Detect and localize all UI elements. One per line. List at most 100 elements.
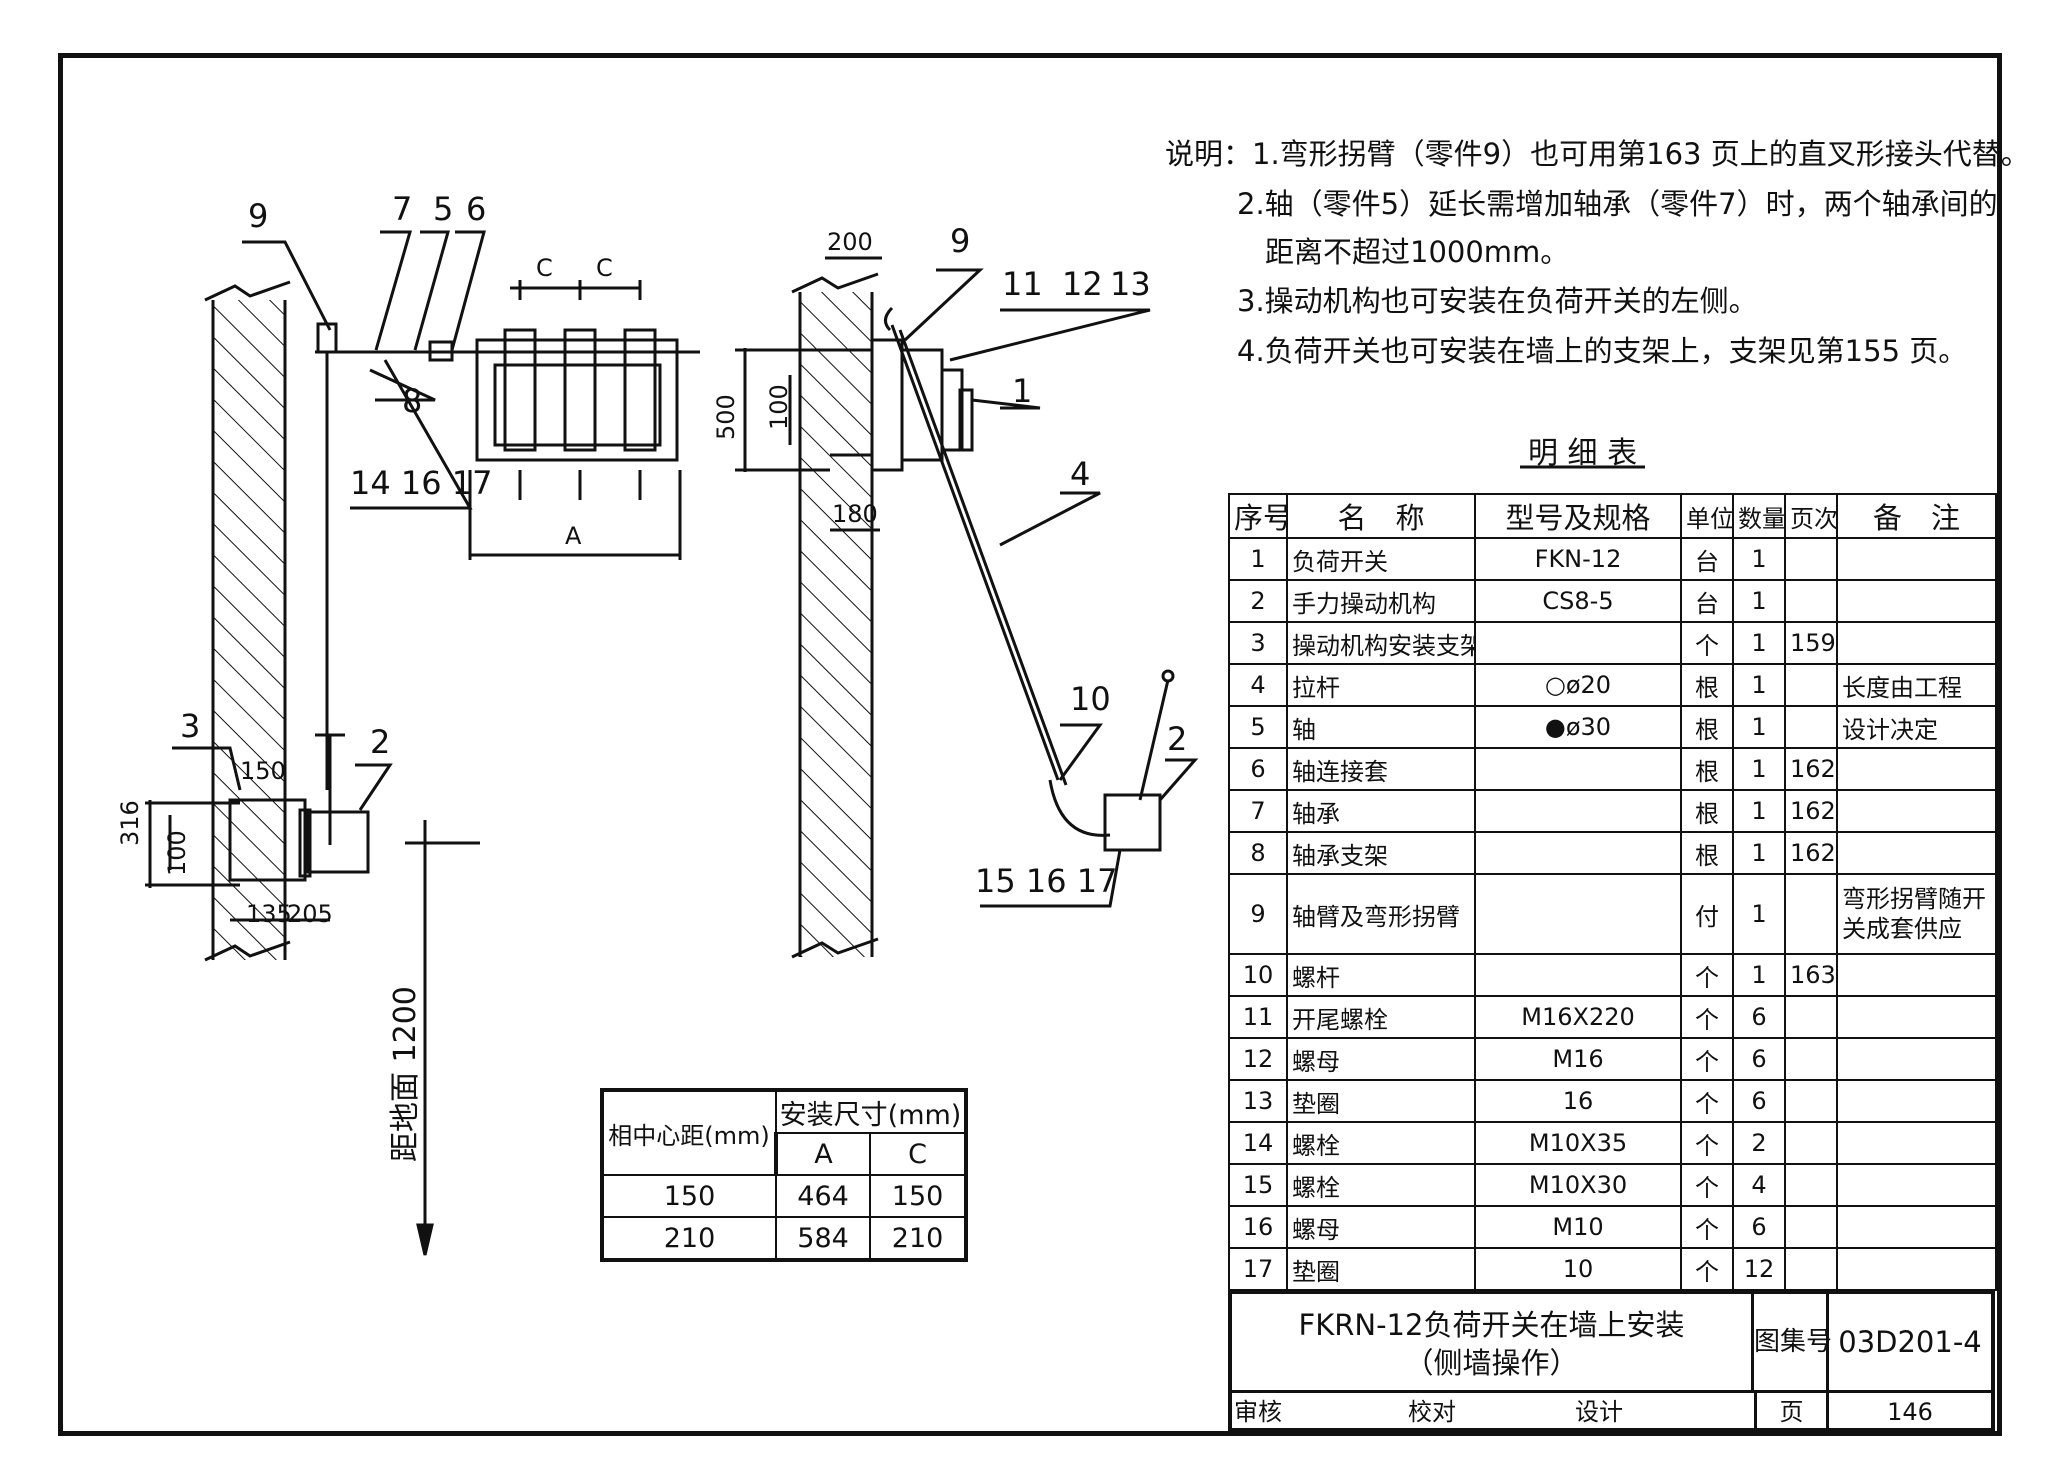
bom-cell: 163 xyxy=(1784,953,1838,997)
check-label: 校对 xyxy=(1408,1398,1456,1426)
bom-cell: 2 xyxy=(1732,1121,1786,1165)
label-9: 9 xyxy=(248,197,269,235)
bom-cell xyxy=(1836,579,1997,623)
label-13: 13 xyxy=(1110,265,1151,303)
bom-cell xyxy=(1474,621,1682,665)
bom-cell xyxy=(1784,705,1838,749)
bom-cell: M10X35 xyxy=(1474,1121,1682,1165)
label-1: 1 xyxy=(1012,372,1033,410)
bom-cell: 付 xyxy=(1680,873,1734,955)
dim-cell: 584 xyxy=(774,1216,872,1262)
note-2-cont: 距离不超过1000mm。 xyxy=(1265,235,1570,269)
bom-cell xyxy=(1836,1205,1997,1249)
dim-316: 316 xyxy=(116,800,144,846)
note-2: 2.轴（零件5）延长需增加轴承（零件7）时，两个轴承间的 xyxy=(1237,187,1998,221)
dim-cell: 150 xyxy=(600,1174,777,1218)
bom-cell xyxy=(1784,1163,1838,1207)
bom-cell: 个 xyxy=(1680,995,1734,1039)
drawing-title: FKRN-12负荷开关在墙上安装 （侧墙操作） xyxy=(1232,1294,1754,1390)
bom-cell: 12 xyxy=(1732,1247,1786,1291)
label-5: 5 xyxy=(433,190,454,228)
dim-cell: 464 xyxy=(774,1174,872,1218)
dim-500: 500 xyxy=(712,394,740,440)
bom-cell xyxy=(1836,1121,1997,1165)
bom-cell: 个 xyxy=(1680,1163,1734,1207)
bom-cell: 轴连接套 xyxy=(1286,747,1476,791)
bom-cell: 个 xyxy=(1680,1121,1734,1165)
bom-cell: 开尾螺栓 xyxy=(1286,995,1476,1039)
drawing-title-line2: （侧墙操作） xyxy=(1404,1346,1579,1380)
label-2-right: 2 xyxy=(1167,720,1188,758)
bom-cell: 操动机构安装支架 xyxy=(1286,621,1476,665)
bom-cell: M10X30 xyxy=(1474,1163,1682,1207)
bom-cell: 个 xyxy=(1680,1205,1734,1249)
bom-cell: 3 xyxy=(1228,621,1288,665)
bom-header: 型号及规格 xyxy=(1474,493,1682,539)
label-14-16-17: 14 16 17 xyxy=(350,464,493,502)
dim-header-group: 安装尺寸(mm) xyxy=(775,1088,968,1134)
bom-header: 备 注 xyxy=(1836,493,1997,539)
bom-cell xyxy=(1784,1205,1838,1249)
design-label: 设计 xyxy=(1575,1398,1623,1426)
bom-cell: 螺栓 xyxy=(1286,1121,1476,1165)
bom-cell: 13 xyxy=(1228,1079,1288,1123)
bom-cell: 轴 xyxy=(1286,705,1476,749)
bom-cell: 根 xyxy=(1680,789,1734,833)
label-8: 8 xyxy=(402,382,423,420)
label-4: 4 xyxy=(1070,455,1091,493)
bom-cell xyxy=(1784,579,1838,623)
bom-cell: 根 xyxy=(1680,663,1734,707)
bom-cell: 1 xyxy=(1732,621,1786,665)
page-number: 146 xyxy=(1887,1398,1933,1426)
bom-cell: 16 xyxy=(1474,1079,1682,1123)
bom-cell: 根 xyxy=(1680,831,1734,875)
bom-cell xyxy=(1784,1247,1838,1291)
label-2-left: 2 xyxy=(370,723,391,761)
dim-150: 150 xyxy=(240,757,286,785)
note-1: 说明：1.弯形拐臂（零件9）也可用第163 页上的直叉形接头代替。 xyxy=(1165,137,2030,171)
drawing-frame xyxy=(58,53,2002,1436)
bom-cell: 2 xyxy=(1228,579,1288,623)
bom-cell xyxy=(1836,831,1997,875)
dim-cell: 150 xyxy=(869,1174,968,1218)
bom-cell: 设计决定 xyxy=(1836,705,1997,749)
bom-header: 序号 xyxy=(1228,493,1288,539)
label-15-16-17: 15 16 17 xyxy=(975,862,1118,900)
label-12: 12 xyxy=(1062,265,1103,303)
dim-180: 180 xyxy=(832,500,878,528)
bom-cell: 11 xyxy=(1228,995,1288,1039)
label-3: 3 xyxy=(180,707,201,745)
bom-cell: 6 xyxy=(1732,995,1786,1039)
label-7: 7 xyxy=(392,190,413,228)
page-label: 页 xyxy=(1754,1393,1829,1431)
bom-cell: 6 xyxy=(1732,1205,1786,1249)
bom-header: 数量 xyxy=(1732,493,1786,539)
dim-135: 135 xyxy=(246,900,292,928)
bom-cell: 个 xyxy=(1680,1079,1734,1123)
bom-cell: 1 xyxy=(1732,747,1786,791)
dim-header-c: C xyxy=(869,1132,968,1176)
bom-cell: 根 xyxy=(1680,747,1734,791)
bom-cell: 15 xyxy=(1228,1163,1288,1207)
bom-cell xyxy=(1836,1037,1997,1081)
bom-cell: 轴承 xyxy=(1286,789,1476,833)
bom-cell: 台 xyxy=(1680,537,1734,581)
bom-cell: 轴承支架 xyxy=(1286,831,1476,875)
drawing-title-line1: FKRN-12负荷开关在墙上安装 xyxy=(1298,1308,1685,1342)
bom-cell xyxy=(1474,953,1682,997)
atlas-label: 图集号 xyxy=(1754,1294,1832,1390)
bom-cell: CS8-5 xyxy=(1474,579,1682,623)
bom-cell: 162 xyxy=(1784,747,1838,791)
bom-cell: 10 xyxy=(1228,953,1288,997)
bom-cell: 1 xyxy=(1732,537,1786,581)
